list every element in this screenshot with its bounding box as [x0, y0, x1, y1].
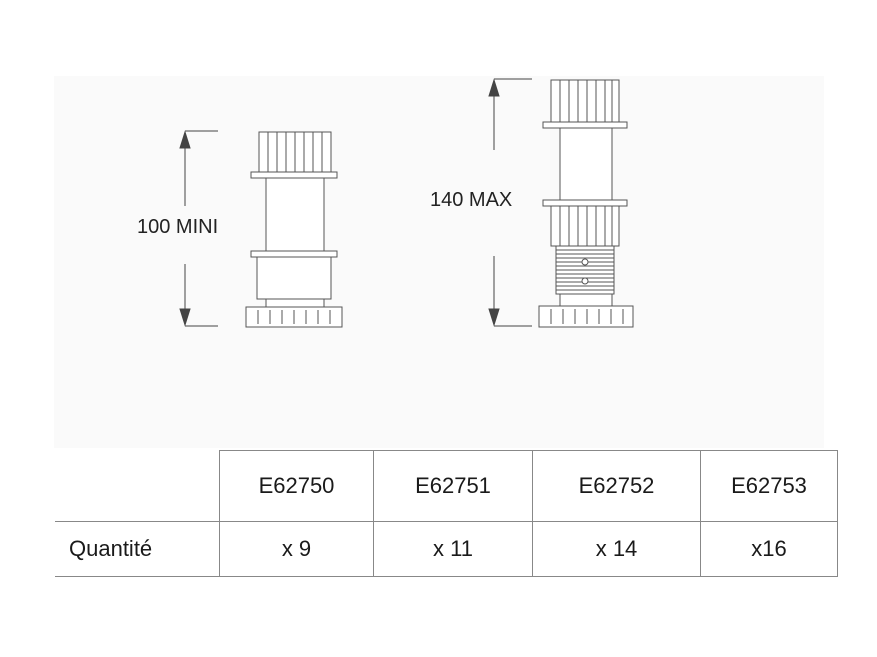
foot-max-shaft: [559, 127, 613, 201]
reference-cell: E62753: [700, 450, 838, 522]
quantity-cell: x 14: [532, 521, 701, 577]
foot-max-base: [538, 305, 634, 328]
foot-min-base: [245, 306, 343, 328]
dimension-label-max: 140 MAX: [430, 189, 513, 211]
table-row-quantity: Quantité x 9 x 11 x 14 x16: [55, 521, 838, 577]
foot-max-fluted-sleeve: [550, 205, 620, 247]
adjustable-foot-max: [538, 79, 634, 328]
foot-min-shaft: [265, 177, 325, 252]
foot-max-fluted-cap: [550, 79, 620, 123]
diagram-panel: [54, 76, 824, 448]
quantity-cell: x16: [700, 521, 838, 577]
table-header-row: E62750 E62751 E62752 E62753: [55, 450, 838, 522]
foot-max-upper-flange: [542, 121, 628, 129]
dimension-arrow-max: [488, 78, 532, 327]
quantity-cell: x 9: [219, 521, 374, 577]
foot-min-sleeve: [256, 256, 332, 300]
reference-table: E62750 E62751 E62752 E62753 Quantité x 9…: [55, 450, 838, 577]
reference-cell: E62750: [219, 450, 374, 522]
reference-cell: E62751: [373, 450, 533, 522]
foot-max-middle-flange: [542, 199, 628, 207]
foot-min-fluted-cap: [258, 131, 332, 173]
foot-min-lower-flange: [250, 250, 338, 258]
dimension-arrow-min: [179, 130, 218, 327]
table-corner-cell: [55, 450, 220, 522]
reference-cell: E62752: [532, 450, 701, 522]
quantity-cell: x 11: [373, 521, 533, 577]
dimension-label-min: 100 MINI: [137, 216, 219, 238]
adjustable-foot-min: [245, 131, 343, 328]
quantity-row-label: Quantité: [55, 521, 220, 577]
foot-max-thread: [555, 245, 615, 295]
foot-min-upper-flange: [250, 171, 338, 179]
